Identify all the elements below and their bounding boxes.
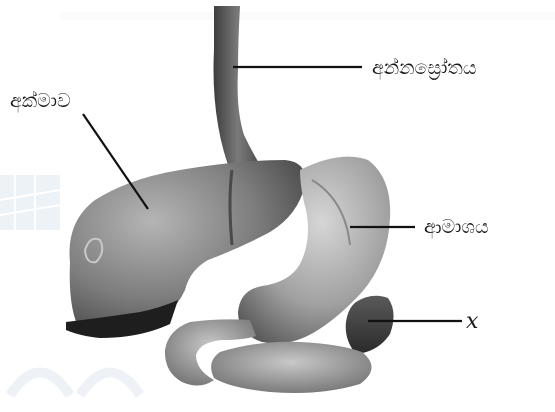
pancreas-lower bbox=[211, 342, 371, 393]
esophagus-shape bbox=[214, 6, 263, 176]
x-label: x bbox=[466, 309, 479, 334]
stomach-label: ආමාශය bbox=[424, 216, 489, 239]
x-organ-shape bbox=[346, 296, 394, 354]
esophagus-label: අන්නස්‍රෝතය bbox=[372, 57, 477, 80]
liver-label: අක්මාව bbox=[10, 90, 71, 113]
